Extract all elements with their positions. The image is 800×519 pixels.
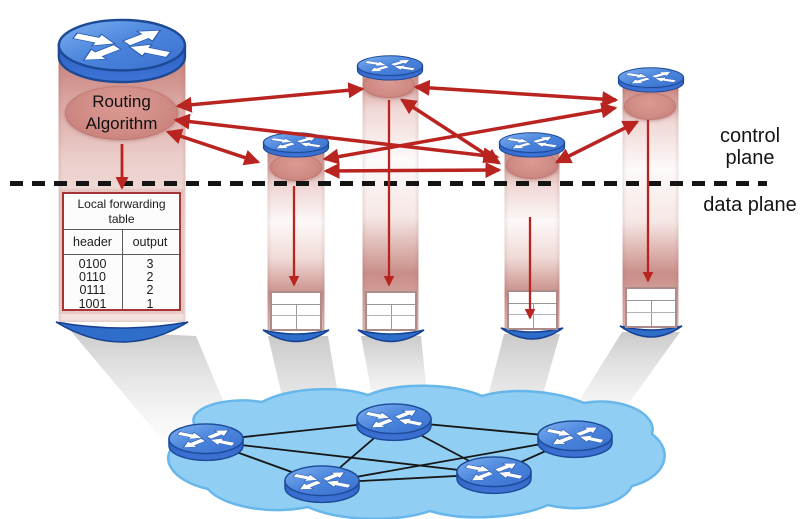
- network-links: [205, 420, 576, 484]
- forwarding-table-header: header output: [64, 230, 179, 255]
- router-icon: [537, 420, 613, 459]
- router-icon: [356, 55, 424, 81]
- network-cloud: [166, 384, 666, 519]
- link: [205, 440, 323, 484]
- link: [321, 420, 395, 484]
- table-divider: [122, 230, 123, 309]
- table-cell: 3: [146, 257, 154, 271]
- column-header: header: [73, 235, 112, 249]
- link: [493, 437, 576, 475]
- table-cell: 1: [146, 296, 154, 311]
- table-row: 0110 2: [64, 271, 179, 284]
- beam: [361, 336, 429, 417]
- beam: [268, 336, 352, 482]
- table-cell: 0111: [79, 283, 106, 298]
- forwarding-table-rows: 0100 3 0110 2 0111 2 1001 1: [64, 255, 179, 311]
- table-cell: 0110: [79, 270, 106, 285]
- routing-algorithm-ellipse: Routing Algorithm: [65, 86, 178, 140]
- bottom-cap: [357, 329, 425, 343]
- table-row: 0111 2: [64, 284, 179, 297]
- mini-forwarding-table: [270, 291, 322, 331]
- message-arrow: [173, 113, 500, 164]
- router-icon: [356, 403, 432, 442]
- message-arrow: [413, 79, 619, 108]
- router-icon: [284, 465, 360, 504]
- routing-ellipse: [624, 93, 676, 120]
- link: [321, 437, 576, 484]
- link: [321, 473, 495, 484]
- link: [205, 420, 395, 442]
- data-plane-label: data plane: [703, 194, 797, 216]
- router-icon: [57, 18, 187, 84]
- plane-divider-dashed-line: [10, 181, 767, 186]
- local-forwarding-table: Local forwarding table header output 010…: [62, 192, 181, 311]
- link: [393, 420, 495, 475]
- beam: [471, 334, 560, 468]
- link: [393, 420, 576, 439]
- forwarding-table-title: Local forwarding table: [64, 194, 179, 230]
- table-row: 0100 3: [64, 257, 179, 271]
- table-row: 1001 1: [64, 296, 179, 311]
- mini-forwarding-table: [365, 291, 417, 331]
- router-icon: [456, 456, 532, 495]
- router-icon: [498, 132, 566, 158]
- table-cell: 2: [146, 283, 154, 298]
- table-cell: 0100: [78, 257, 107, 271]
- routing-algorithm-label: Routing Algorithm: [85, 91, 158, 133]
- column-header: output: [132, 235, 168, 249]
- control-plane-label: control plane: [719, 125, 781, 170]
- message-arrow: [175, 82, 365, 113]
- router-icon: [168, 423, 244, 462]
- mini-forwarding-table: [625, 287, 677, 328]
- cloud-routers: [168, 403, 613, 504]
- router-icon: [617, 67, 685, 93]
- table-cell: 1001: [78, 296, 107, 311]
- bottom-cap: [55, 321, 189, 343]
- beam: [559, 332, 680, 433]
- projection-beams: [70, 330, 680, 482]
- link: [205, 440, 495, 475]
- mini-forwarding-table: [507, 290, 558, 330]
- table-cell: 2: [146, 270, 154, 285]
- beam: [70, 330, 242, 449]
- router-icon: [262, 132, 330, 158]
- bottom-cap: [262, 329, 330, 343]
